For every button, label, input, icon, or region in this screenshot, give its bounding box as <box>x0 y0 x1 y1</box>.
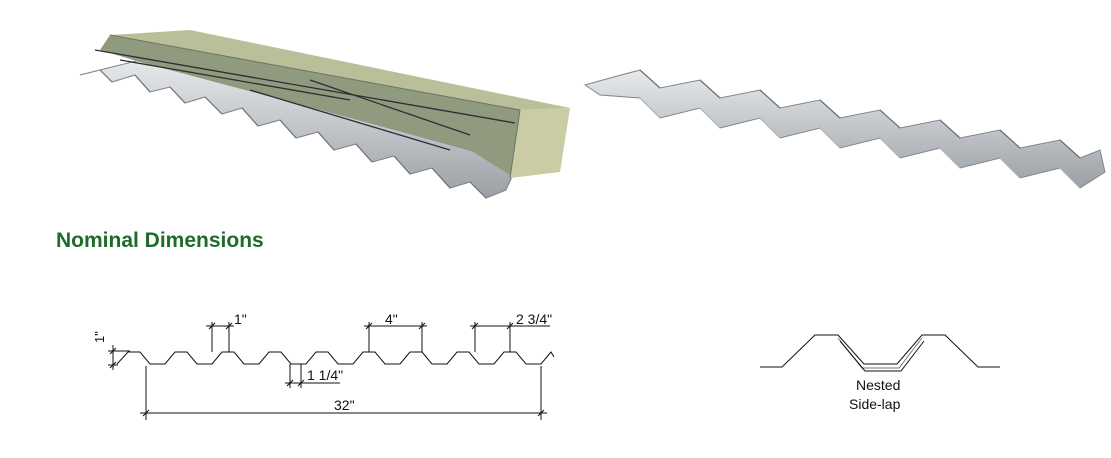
sidelap-label-line1: Nested <box>856 377 900 393</box>
top-flange-label: 1" <box>234 311 247 327</box>
bottom-flange-label: 1 1/4" <box>307 367 343 383</box>
sidelap-label-line2: Side-lap <box>849 396 901 412</box>
deck-profile-drawing <box>108 322 555 420</box>
concrete-slab <box>100 30 570 179</box>
reinforcement-wires <box>94 49 516 151</box>
steel-deck-illustration <box>583 69 1106 189</box>
nested-sidelap-detail <box>760 334 1000 372</box>
pitch-label: 4" <box>385 311 398 327</box>
section-heading: Nominal Dimensions <box>56 229 264 252</box>
height-label: 1" <box>92 331 107 343</box>
coverage-label: 32" <box>334 397 355 413</box>
deck-profile-line <box>116 351 555 365</box>
slab-deck-ribs <box>79 59 517 199</box>
rib-opening-label: 2 3/4" <box>516 311 552 327</box>
